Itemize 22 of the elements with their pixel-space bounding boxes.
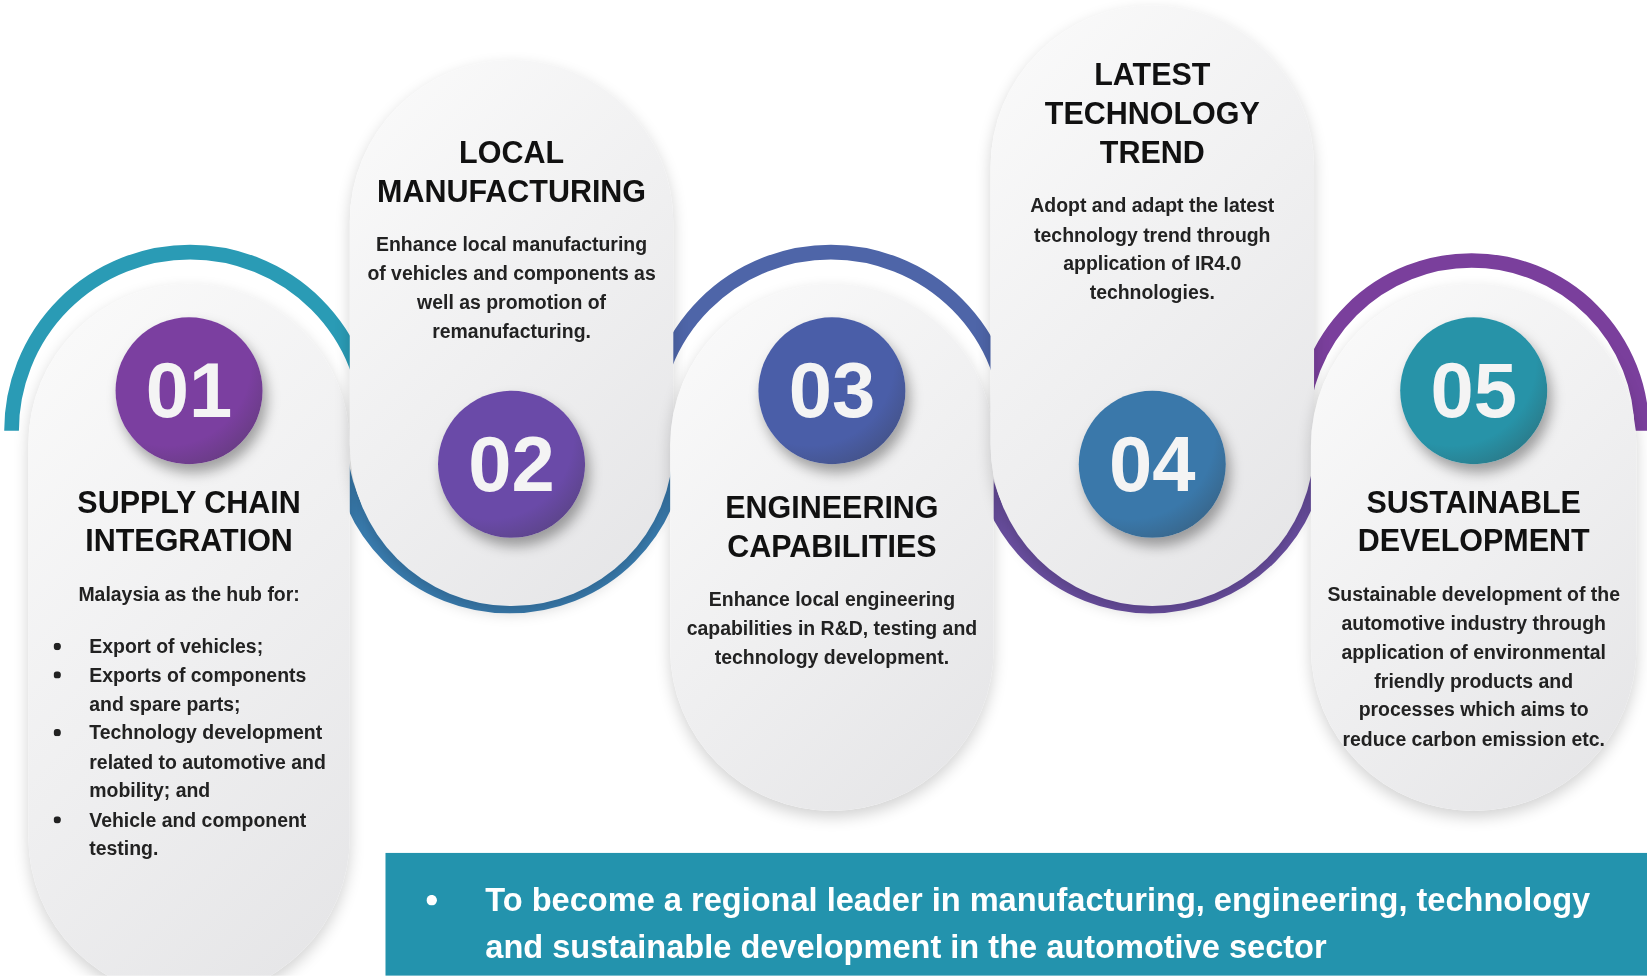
list-item: Technology development related to automotive and mobility; and (89, 721, 326, 802)
step-description: Adopt and adapt the latest technology trend through application of IR4.0 technologies. (1029, 193, 1276, 306)
number-badge: 04 (1078, 390, 1226, 538)
step-heading: SUSTAINABLE DEVELOPMENT (1356, 484, 1591, 560)
step-description: Sustainable development of the automotive industry through application of environmental friendly products and processes which aims to reduce carbon emission etc. (1326, 581, 1621, 752)
step-heading: ENGINEERING CAPABILITIES (724, 489, 940, 565)
list-item: Export of vehicles; (89, 634, 264, 658)
number-badge: 05 (1400, 317, 1548, 465)
banner-text: To become a regional leader in manufacturing, engineering, technology and sustainable development in the automotive sector (485, 880, 1592, 968)
step-card (28, 283, 350, 976)
number-badge: 01 (115, 317, 263, 465)
list-item: Vehicle and component testing. (89, 808, 307, 860)
number-badge: 02 (438, 390, 586, 538)
step-description: Enhance local manufacturing of vehicles and components as well as promotion of remanufacturing. (366, 232, 657, 344)
step-description: Malaysia as the hub for: (77, 581, 301, 608)
banner (385, 852, 1647, 976)
step-description: Enhance local engineering capabilities in R&D, testing and technology development. (685, 587, 979, 671)
list-item: Exports of components and spare parts; (89, 663, 307, 715)
number-badge: 03 (758, 317, 906, 465)
step-heading: LOCAL MANUFACTURING (376, 134, 648, 210)
step-heading: LATEST TECHNOLOGY TREND (1043, 56, 1261, 172)
step-heading: SUPPLY CHAIN INTEGRATION (76, 484, 302, 560)
